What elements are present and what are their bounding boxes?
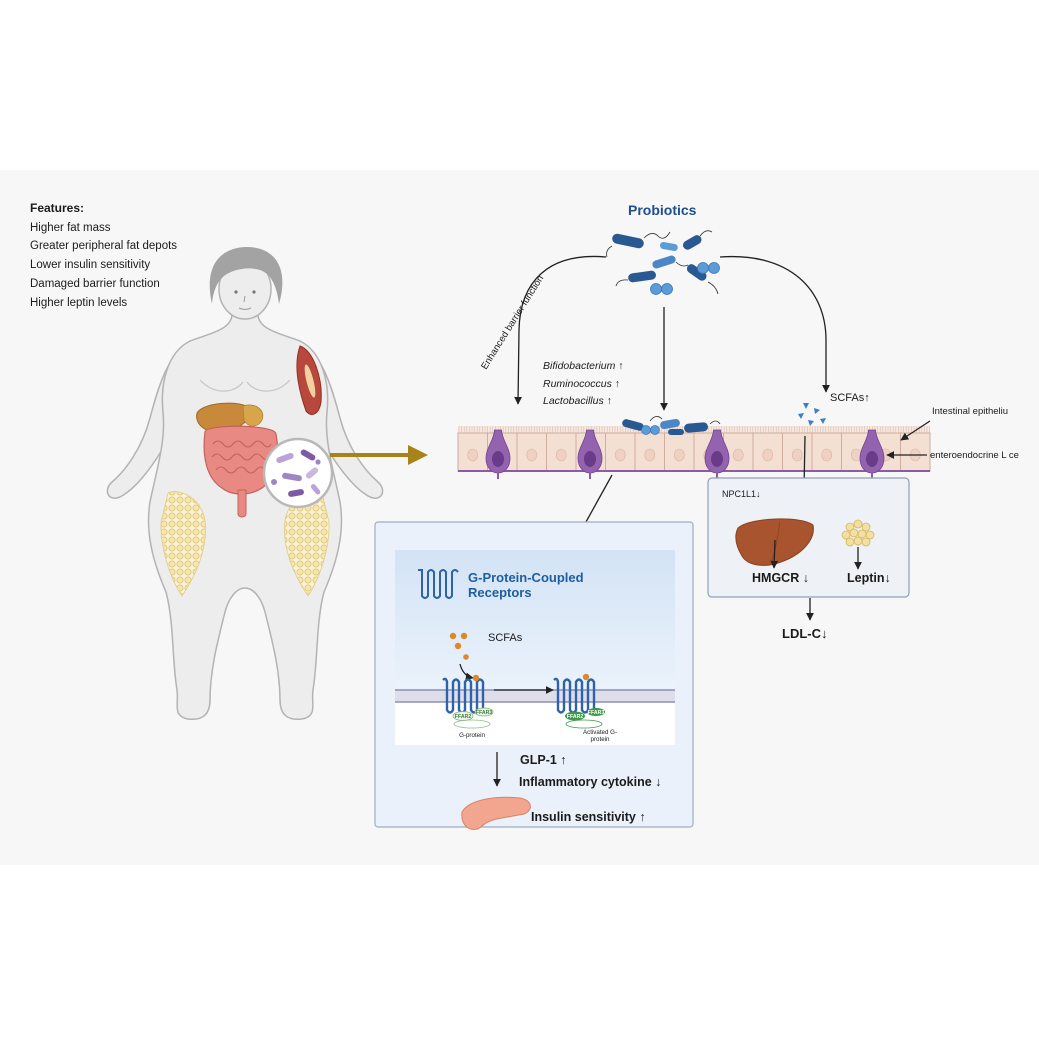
scfa-top-label: SCFAs↑ xyxy=(830,392,870,404)
gpcr-panel: G-Protein-Coupled Receptors SCFAs FFAR2 … xyxy=(374,521,694,830)
hair xyxy=(209,247,283,304)
liver-icon xyxy=(196,402,251,434)
genus-label: Bifidobacterium ↑ xyxy=(543,360,624,372)
gold-arrow xyxy=(330,445,428,465)
gpcr-receptor-icon xyxy=(418,569,459,599)
features-list: Features: Higher fat mass Greater periph… xyxy=(30,201,177,309)
intestinal-epithelium xyxy=(457,426,931,479)
l-cell-nucleus xyxy=(492,451,504,467)
activated-g-protein-label: Activated G- xyxy=(583,729,617,736)
pancreas-icon xyxy=(461,796,531,830)
gpcr-title: Receptors xyxy=(468,585,532,600)
inflammatory-cytokine-label: Inflammatory cytokine ↓ xyxy=(519,775,661,789)
feature-item: Higher leptin levels xyxy=(30,297,127,309)
epithelial-nucleus xyxy=(555,448,567,462)
arm-fat xyxy=(304,364,316,398)
gpcr-title: G-Protein-Coupled xyxy=(468,570,584,585)
arrow-barrier xyxy=(514,255,607,405)
cell-membrane xyxy=(395,689,675,703)
eye xyxy=(234,290,238,294)
feature-item: Higher fat mass xyxy=(30,222,111,234)
hmgcr-label: HMGCR ↓ xyxy=(752,571,809,585)
chest-contour xyxy=(199,379,291,392)
genus-label: Ruminococcus ↑ xyxy=(543,378,620,390)
l-cell-label: enteroendocrine L ce xyxy=(930,450,1019,461)
epithelial-nucleus xyxy=(762,448,774,462)
eye xyxy=(252,290,256,294)
epithelial-nucleus xyxy=(614,448,626,462)
rectum-icon xyxy=(237,489,247,518)
insulin-sensitivity-label: Insulin sensitivity ↑ xyxy=(531,810,646,824)
epithelial-cells xyxy=(457,432,931,472)
epithelial-nucleus xyxy=(644,448,656,462)
feature-item: Lower insulin sensitivity xyxy=(30,259,150,271)
g-protein-inactive: FFAR2 FFAR3 xyxy=(452,707,494,729)
epithelial-nucleus xyxy=(526,448,538,462)
epithelial-nucleus xyxy=(732,448,744,462)
nose-mouth xyxy=(238,295,252,310)
pointer-epithelium xyxy=(900,420,931,441)
intestinal-epithelium-label: Intestinal epitheliu xyxy=(932,406,1008,417)
leptin-label: Leptin↓ xyxy=(847,571,891,585)
epithelial-nucleus xyxy=(791,448,803,462)
ldl-c-label: LDL-C↓ xyxy=(782,626,828,641)
features-heading: Features: xyxy=(30,201,84,215)
probiotics-title: Probiotics xyxy=(628,202,697,218)
scfa-molecules xyxy=(449,632,469,660)
g-protein-label: G-protein xyxy=(459,732,485,739)
gpcr-receptor-active-icon xyxy=(553,677,600,715)
ffar3-label: FFAR3 xyxy=(588,710,605,716)
genus-label: Lactobacillus ↑ xyxy=(543,395,612,407)
l-cell-nucleus xyxy=(866,451,878,467)
epithelial-nucleus xyxy=(673,448,685,462)
fat-cell-icon xyxy=(841,519,875,547)
bacteria-on-epithelium-icon xyxy=(622,416,721,435)
l-cell-nucleus xyxy=(584,451,596,467)
scfa-ligand xyxy=(472,674,480,682)
stomach-icon xyxy=(242,404,264,427)
scfa-label: SCFAs xyxy=(488,632,523,644)
body-figure-icon xyxy=(106,247,384,721)
epithelial-nucleus xyxy=(821,448,833,462)
ffar2-label: FFAR2 xyxy=(567,714,584,720)
g-protein-active: FFAR2 FFAR3 xyxy=(565,708,605,729)
arrow-liver-hmgcr xyxy=(770,539,779,569)
epithelial-nucleus xyxy=(467,448,479,462)
scfa-ligand xyxy=(582,673,590,681)
glp1-label: GLP-1 ↑ xyxy=(520,753,567,767)
arrow-scfa xyxy=(719,255,830,393)
gpcr-receptor-inactive-icon xyxy=(442,677,489,715)
cytoplasm-area xyxy=(395,702,675,745)
activated-g-protein-label: protein xyxy=(591,736,610,743)
lipid-panel: NPC1L1↓ HMGCR ↓ Leptin↓ xyxy=(707,477,910,598)
ffar2-label: FFAR2 xyxy=(455,714,472,720)
l-cell-nucleus xyxy=(711,451,723,467)
enteroendocrine-l-cells xyxy=(485,429,885,479)
npc1l1-label: NPC1L1↓ xyxy=(722,489,761,499)
scfa-particles xyxy=(798,403,826,426)
magnifier-icon xyxy=(262,437,334,509)
feature-item: Greater peripheral fat depots xyxy=(30,240,177,252)
arrow-scfa-binding xyxy=(459,663,474,681)
intestine-coils xyxy=(211,440,273,474)
ffar3-label: FFAR3 xyxy=(476,710,493,716)
feature-item: Damaged barrier function xyxy=(30,278,160,290)
fat-depot-left-icon xyxy=(160,491,206,597)
bacteria-icon xyxy=(606,230,720,295)
